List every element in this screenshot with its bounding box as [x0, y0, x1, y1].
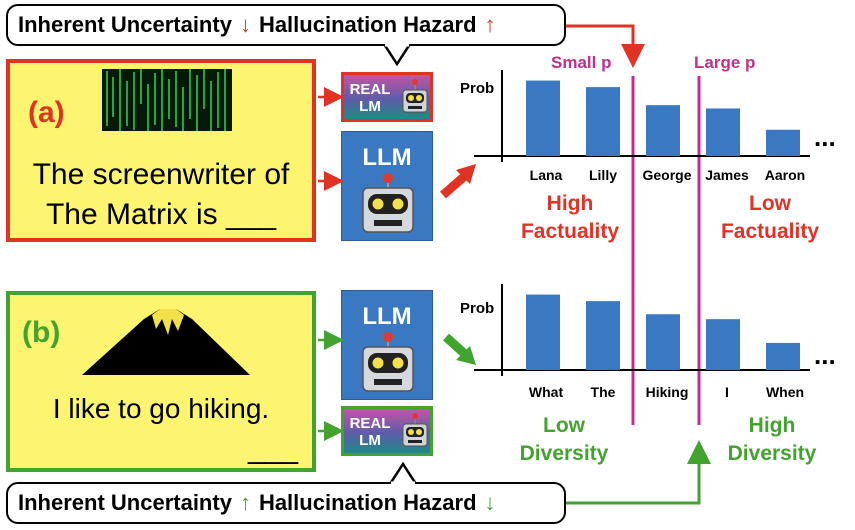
mountain-icon — [82, 309, 250, 375]
llm-label: LLM — [362, 144, 412, 171]
big-arrow-b — [442, 333, 476, 365]
real-label-line-1: REAL — [349, 81, 391, 98]
prompt-box-a: The screenwriter of The Matrix is ___ — [6, 59, 316, 242]
hazard-label: Hallucination Hazard — [258, 490, 477, 515]
tick-label: I — [725, 384, 729, 400]
prompt-line-1: The screenwriter of — [32, 158, 290, 191]
real-lm-label: REAL LM — [348, 81, 392, 115]
bar-lilly — [586, 87, 620, 156]
prompt-line-1: I like to go hiking. — [52, 393, 270, 424]
small-p-label: Small p — [551, 53, 612, 72]
prob-chart-b — [474, 284, 810, 376]
bar-lana — [526, 80, 560, 156]
tick-label: Aaron — [764, 167, 806, 183]
tick-label: What — [528, 384, 564, 400]
tick-label: When — [765, 384, 805, 400]
annotation-line: Diversity — [727, 442, 817, 465]
annotation-low-factuality: Low Factuality — [700, 190, 840, 246]
annotation-line: High — [748, 414, 796, 437]
bar-i — [706, 319, 740, 370]
annotation-line: Low — [749, 192, 791, 215]
uncertainty-up-arrow: ↑ — [239, 490, 251, 515]
ellipsis-b: ... — [814, 340, 836, 370]
real-lm-box-a: REAL LM — [341, 72, 433, 122]
prob-axis-label-a: Prob — [460, 80, 495, 97]
real-label-line-1: REAL — [349, 415, 391, 432]
arrow-top-bubble-to-small-p — [566, 24, 645, 68]
prompt-line-2: The Matrix is ___ — [45, 198, 277, 231]
real-label-line-2: LM — [359, 98, 381, 115]
robot-icon — [362, 173, 414, 233]
tick-label: The — [590, 384, 616, 400]
hazard-down-arrow: ↓ — [484, 490, 496, 515]
robot-icon — [402, 413, 428, 447]
real-lm-box-b: REAL LM — [341, 406, 433, 456]
hazard-label: Hallucination Hazard — [258, 12, 477, 37]
bar-what — [526, 294, 560, 370]
panel-label-b: (b) — [22, 316, 61, 349]
prompt-blank: ___ — [247, 432, 299, 465]
bottom-bubble-tail — [388, 462, 418, 484]
ellipsis-a: ... — [814, 122, 836, 152]
llm-box-b: LLM — [341, 290, 433, 400]
robot-icon — [362, 332, 414, 392]
real-lm-label: REAL LM — [348, 415, 392, 449]
panel-label-a: (a) — [28, 96, 65, 129]
uncertainty-label: Inherent Uncertainty — [18, 490, 232, 515]
arrow-bottom-bubble-to-large-p — [566, 440, 711, 505]
bar-george — [646, 105, 680, 156]
tick-label: Hiking — [645, 384, 689, 400]
large-p-label: Large p — [694, 53, 756, 72]
annotation-high-diversity: High Diversity — [702, 412, 842, 468]
annotation-line: High — [546, 192, 594, 215]
bar-when — [766, 342, 800, 370]
annotation-line: Factuality — [720, 220, 820, 243]
bar-james — [706, 108, 740, 156]
robot-icon — [402, 79, 428, 113]
uncertainty-label: Inherent Uncertainty — [18, 12, 232, 37]
bar-hiking — [646, 314, 680, 370]
tick-label: George — [642, 167, 692, 183]
tick-label: Lilly — [588, 167, 617, 183]
bar-the — [586, 301, 620, 370]
matrix-code-graphic — [106, 69, 226, 131]
prompt-box-b: I like to go hiking. ___ — [6, 291, 316, 472]
llm-label: LLM — [362, 303, 412, 330]
prob-chart-a — [474, 70, 810, 162]
annotation-low-diversity: Low Diversity — [494, 412, 634, 468]
real-label-line-2: LM — [359, 432, 381, 449]
big-arrow-a — [440, 164, 476, 199]
annotation-line: Diversity — [519, 442, 609, 465]
tick-label: James — [705, 167, 749, 183]
annotation-line: Factuality — [520, 220, 620, 243]
llm-box-a: LLM — [341, 131, 433, 241]
bar-aaron — [766, 129, 800, 156]
tick-label: Lana — [529, 167, 563, 183]
annotation-high-factuality: High Factuality — [500, 190, 640, 246]
annotation-line: Low — [543, 414, 585, 437]
uncertainty-down-arrow: ↓ — [239, 12, 251, 37]
top-bubble-tail — [382, 44, 412, 66]
prob-axis-label-b: Prob — [460, 300, 495, 317]
hazard-up-arrow: ↑ — [484, 12, 496, 37]
bottom-speech-bubble: Inherent Uncertainty ↑ Hallucination Haz… — [6, 482, 566, 524]
matrix-image — [102, 69, 232, 131]
top-speech-bubble: Inherent Uncertainty ↓ Hallucination Haz… — [6, 4, 566, 46]
